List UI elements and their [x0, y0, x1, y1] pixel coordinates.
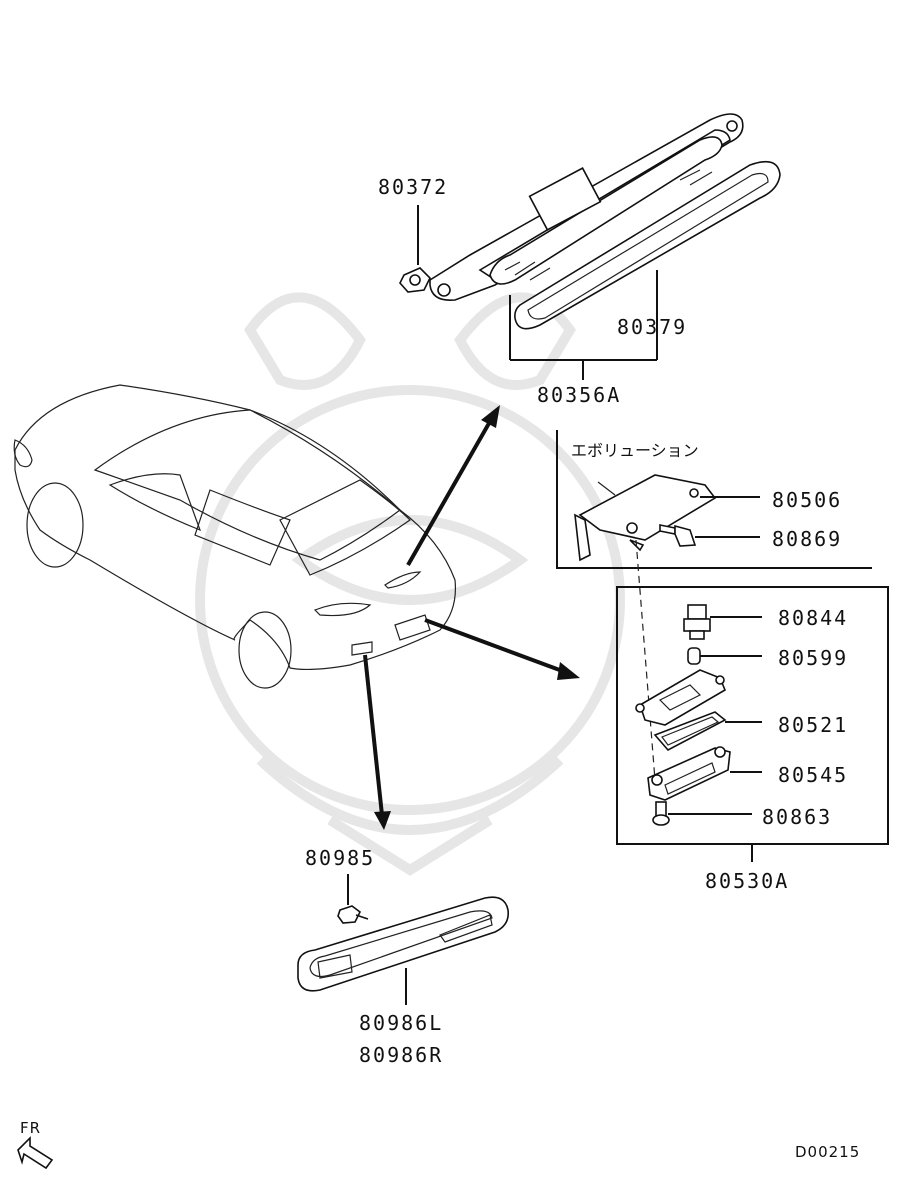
- label-80530A: 80530A: [705, 869, 789, 893]
- pointer-arrows: [363, 405, 580, 830]
- bracket-80506: [574, 474, 760, 562]
- front-direction-arrow-icon: [17, 1136, 54, 1170]
- reflector-80986: [297, 896, 510, 1005]
- callout-80356A: [509, 270, 658, 380]
- bulb-80599: [687, 647, 762, 665]
- label-80986L: 80986L: [359, 1011, 443, 1035]
- lens-80521: [635, 669, 762, 752]
- diagram-code: D00215: [795, 1143, 860, 1161]
- license-lamp-box: [616, 539, 889, 862]
- bolt-80869: [659, 524, 760, 547]
- label-80986R: 80986R: [359, 1043, 443, 1067]
- housing-80545: [647, 746, 762, 801]
- watermark: [195, 292, 625, 876]
- label-80599: 80599: [778, 646, 848, 670]
- direction-label: FR: [20, 1119, 41, 1137]
- label-80372: 80372: [378, 175, 448, 199]
- label-80356A: 80356A: [537, 383, 621, 407]
- evolution-note: エボリューション: [571, 441, 699, 460]
- socket-80844: [683, 604, 762, 640]
- high-mount-stop-lamp: [429, 113, 781, 330]
- label-80844: 80844: [778, 606, 848, 630]
- evolution-box: [556, 430, 872, 569]
- label-80869: 80869: [772, 527, 842, 551]
- label-80863: 80863: [762, 805, 832, 829]
- nut-80372: [399, 205, 431, 293]
- screw-80985: [337, 874, 369, 924]
- label-80521: 80521: [778, 713, 848, 737]
- label-80545: 80545: [778, 763, 848, 787]
- label-80985: 80985: [305, 846, 375, 870]
- car-outline: [13, 384, 457, 689]
- label-80506: 80506: [772, 488, 842, 512]
- label-80379: 80379: [617, 315, 687, 339]
- screw-80863: [652, 801, 752, 826]
